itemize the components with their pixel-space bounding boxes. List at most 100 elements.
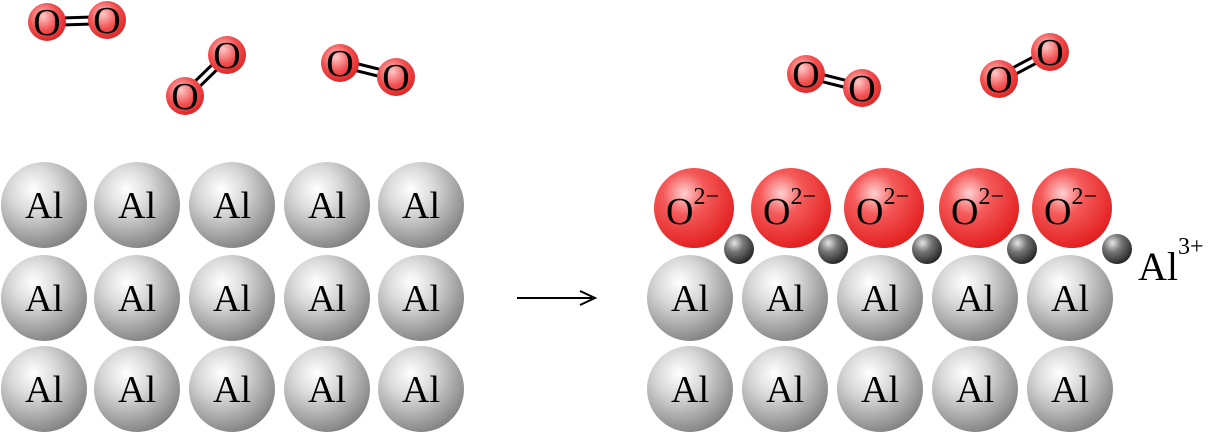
al-atom: Al (647, 255, 733, 341)
al-atom: Al (94, 162, 180, 248)
al3-cation-dot (1102, 234, 1132, 264)
al-atom: Al (189, 255, 275, 341)
al-atom: Al (837, 346, 923, 432)
al-atom-label: Al (671, 369, 709, 411)
al-atom: Al (378, 255, 464, 341)
al-atom: Al (932, 346, 1018, 432)
al-atom-label: Al (766, 369, 804, 411)
o-atom-label: O (382, 57, 409, 99)
al-atom-label: Al (1051, 278, 1089, 320)
al-atom: Al (378, 346, 464, 432)
al-atom-label: Al (956, 369, 994, 411)
o-atom: O (787, 54, 825, 96)
al-atom: Al (284, 346, 370, 432)
al-atom: Al (1, 346, 87, 432)
o-atom: O (321, 43, 359, 85)
al-atom: Al (742, 346, 828, 432)
oxide-ion-label: O2− (856, 184, 909, 233)
oxide-ion: O2− (751, 168, 831, 248)
cation-charge: 3+ (1178, 234, 1204, 260)
al3-cation-dot (912, 234, 942, 264)
al-atom-label: Al (213, 369, 251, 411)
al-atom-label: Al (118, 278, 156, 320)
o-atom-label: O (848, 68, 875, 110)
oxide-ion-label: O2− (763, 184, 816, 233)
o-atom-label: O (792, 54, 819, 96)
oxide-ion-label: O2− (951, 184, 1004, 233)
o-atom: O (28, 2, 66, 44)
al3-cation-dot (1007, 234, 1037, 264)
cation-label: Al3+ (1138, 234, 1204, 289)
al-atom-label: Al (671, 278, 709, 320)
oxide-ion: O2− (654, 168, 734, 248)
cation-symbol: Al (1138, 244, 1178, 289)
o-atom-label: O (171, 76, 198, 118)
o-atom-label: O (1036, 32, 1063, 74)
al-atom-label: Al (402, 369, 440, 411)
o-atom: O (208, 35, 246, 77)
al-atom-label: Al (861, 369, 899, 411)
al3-cation-dot (818, 234, 848, 264)
al-atom: Al (1027, 255, 1113, 341)
oxide-layer: O2− O2− O2− O2− O2− (654, 168, 1112, 248)
al3-cations (724, 234, 1132, 264)
o-atom-label: O (93, 0, 120, 42)
al3-cation-dot (724, 234, 754, 264)
al-atom: Al (1, 255, 87, 341)
o2-molecule: OO (980, 32, 1069, 101)
o-atom: O (980, 59, 1018, 101)
al-atom: Al (284, 255, 370, 341)
al-atom-label: Al (25, 278, 63, 320)
reaction-arrow (517, 290, 598, 306)
al-atom-label: Al (118, 369, 156, 411)
al-atom: Al (742, 255, 828, 341)
al-atom: Al (1027, 346, 1113, 432)
al-atom: Al (94, 346, 180, 432)
o-atom: O (377, 57, 415, 99)
o-atom: O (1031, 32, 1069, 74)
al-atom-label: Al (118, 185, 156, 227)
oxide-ion: O2− (844, 168, 924, 248)
al-atom-label: Al (25, 185, 63, 227)
oxide-ion: O2− (1032, 168, 1112, 248)
oxide-ion: O2− (939, 168, 1019, 248)
al-atom: Al (189, 346, 275, 432)
al-atom: Al (284, 162, 370, 248)
o-atom-label: O (33, 2, 60, 44)
al-atom-label: Al (766, 278, 804, 320)
oxide-ion-label: O2− (1044, 184, 1097, 233)
o-atom: O (88, 0, 126, 42)
al-atom-label: Al (308, 278, 346, 320)
al-atom-label: Al (213, 278, 251, 320)
al-atom: Al (189, 162, 275, 248)
o-atom: O (166, 76, 204, 118)
al-atom-label: Al (308, 369, 346, 411)
o-atom-label: O (985, 59, 1012, 101)
al-atom-label: Al (402, 185, 440, 227)
al-atom: Al (932, 255, 1018, 341)
al-atom-label: Al (1051, 369, 1089, 411)
o-atom-label: O (213, 35, 240, 77)
al-atom: Al (837, 255, 923, 341)
al-atom-label: Al (308, 185, 346, 227)
al-atom-label: Al (25, 369, 63, 411)
al-atom-label: Al (956, 278, 994, 320)
o-atom: O (843, 68, 881, 110)
al-atom: Al (647, 346, 733, 432)
al-atom-label: Al (213, 185, 251, 227)
al-atom-label: Al (402, 278, 440, 320)
oxide-ion-label: O2− (666, 184, 719, 233)
o-atom-label: O (326, 43, 353, 85)
al-atom: Al (378, 162, 464, 248)
al-atom-label: Al (861, 278, 899, 320)
o2-molecule: OO (166, 35, 246, 118)
al-atom: Al (94, 255, 180, 341)
